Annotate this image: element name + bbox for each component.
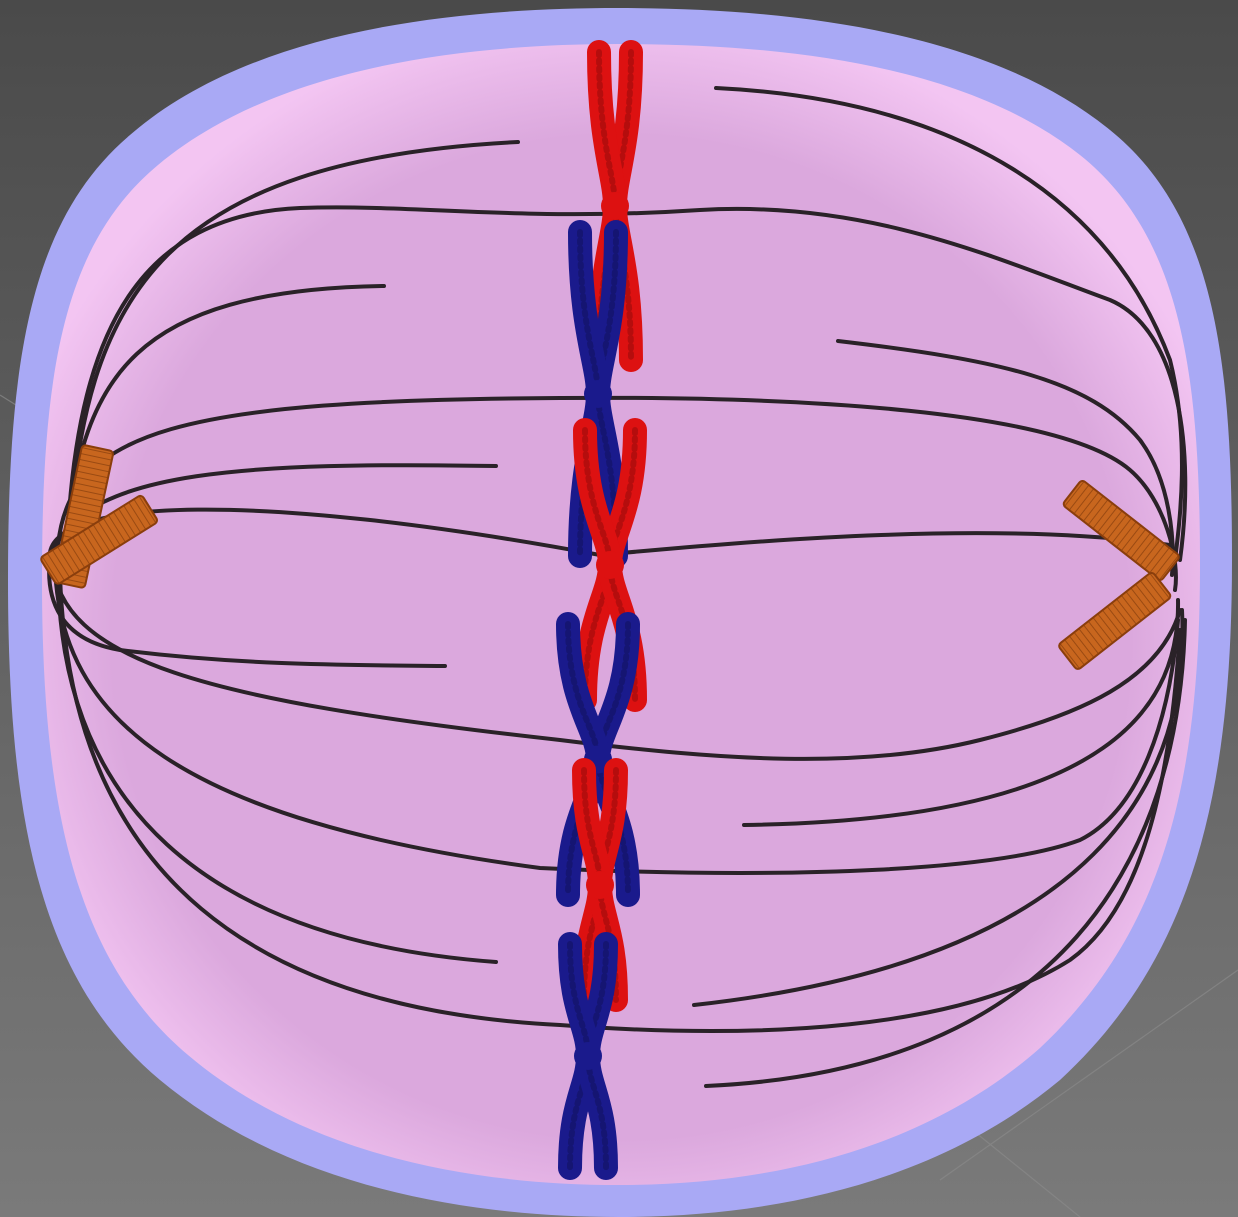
chromosome-3-maternal-centromere bbox=[586, 871, 614, 899]
chromosome-2-maternal-centromere bbox=[596, 551, 624, 579]
chromosome-1-paternal-centromere bbox=[584, 380, 612, 408]
chromosome-1-maternal-centromere bbox=[601, 192, 629, 220]
chromosome-3-paternal-centromere bbox=[574, 1042, 602, 1070]
